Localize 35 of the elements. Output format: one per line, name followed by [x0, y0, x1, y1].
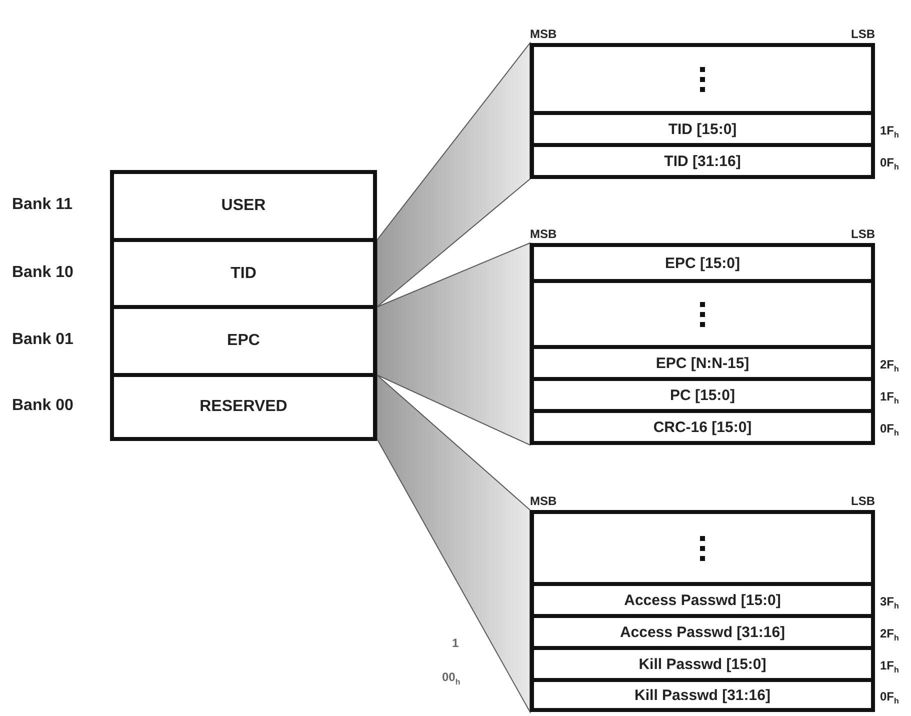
bank-name: RESERVED [200, 398, 288, 416]
field-name: Kill Passwd [31:16] [634, 686, 770, 704]
word-address: 2F$_{h}$ [880, 357, 899, 374]
word-address: 0F$_{h}$ [880, 421, 899, 438]
field-name: Access Passwd [31:16] [620, 624, 786, 640]
field-name: CRC-16 [15:0] [653, 418, 752, 436]
bank-label: Bank 01 [12, 331, 74, 349]
field-name: EPC [N:N-15] [656, 354, 750, 372]
field-name: EPC [15:0] [664, 254, 740, 272]
word-address: 0F$_{h}$ [880, 155, 899, 172]
partial-address-label: 1 [452, 636, 459, 650]
field-name: TID [15:0] [668, 120, 737, 138]
bank-name: TID [230, 264, 256, 282]
bit-order-label: LSB [851, 28, 875, 43]
word-address: 1F$_{h}$ [880, 123, 899, 140]
bit-order-label: MSB [530, 495, 557, 510]
field-name: Access Passwd [15:0] [624, 592, 781, 608]
bank-name: USER [221, 197, 266, 215]
field-name: Kill Passwd [15:0] [638, 656, 766, 672]
word-address: 2F$_{h}$ [880, 626, 899, 643]
word-address: 3F$_{h}$ [880, 594, 899, 611]
bit-order-label: MSB [530, 228, 557, 243]
field-name: PC [15:0] [670, 386, 736, 404]
word-address: 1F$_{h}$ [880, 658, 899, 675]
bank-label: Bank 10 [12, 264, 74, 282]
word-address: 0F$_{h}$ [880, 689, 899, 706]
bank-name: EPC [227, 332, 260, 350]
bank-label: Bank 11 [12, 196, 72, 214]
word-address: 1F$_{h}$ [880, 389, 899, 406]
bit-order-label: LSB [851, 495, 875, 510]
bit-order-label: MSB [530, 28, 557, 43]
partial-address-label: 00$_{h}$ [442, 670, 460, 686]
bank-label: Bank 00 [12, 397, 74, 415]
field-name: TID [31:16] [664, 152, 741, 170]
bit-order-label: LSB [851, 228, 875, 243]
